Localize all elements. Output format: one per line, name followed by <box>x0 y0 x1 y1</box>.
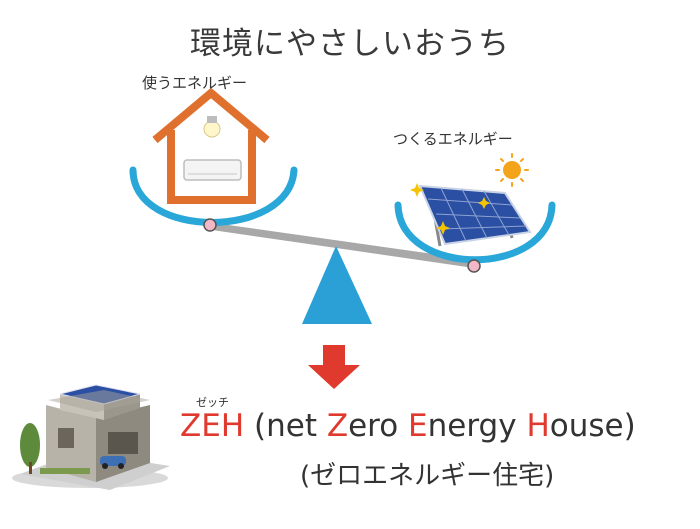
zeh-open: (net <box>254 408 327 444</box>
zeh-word-ouse: ouse) <box>549 408 636 444</box>
zeh-heading: ZEH (net Zero Energy House) <box>180 408 636 444</box>
zeh-japanese-name: (ゼロエネルギー住宅) <box>300 461 555 491</box>
zeh-ruby-reading: ゼッチ <box>196 396 229 409</box>
right-pivot <box>467 259 481 273</box>
light-bulb-icon <box>203 116 221 138</box>
sparkle-icon <box>410 183 490 235</box>
use-energy-label: 使うエネルギー <box>142 74 248 92</box>
zeh-letter-e: E <box>408 408 428 444</box>
zeh-word-nergy: nergy <box>427 408 527 444</box>
make-energy-label: つくるエネルギー <box>393 130 513 148</box>
seesaw-beam <box>207 222 476 268</box>
sun-icon <box>495 153 529 187</box>
zeh-letter-z: Z <box>326 408 349 444</box>
zeh-abbr: ZEH <box>180 408 245 444</box>
zeh-house-icon <box>12 384 170 490</box>
fulcrum-triangle <box>302 246 372 324</box>
left-pivot <box>203 218 217 232</box>
down-arrow-icon <box>308 345 360 389</box>
zeh-word-ero: ero <box>348 408 409 444</box>
zeh-letter-h: H <box>526 408 550 444</box>
page-title: 環境にやさしいおうち <box>190 26 510 62</box>
solar-panel-icon <box>418 184 532 247</box>
air-conditioner-icon <box>183 159 242 181</box>
house-icon <box>152 87 270 204</box>
